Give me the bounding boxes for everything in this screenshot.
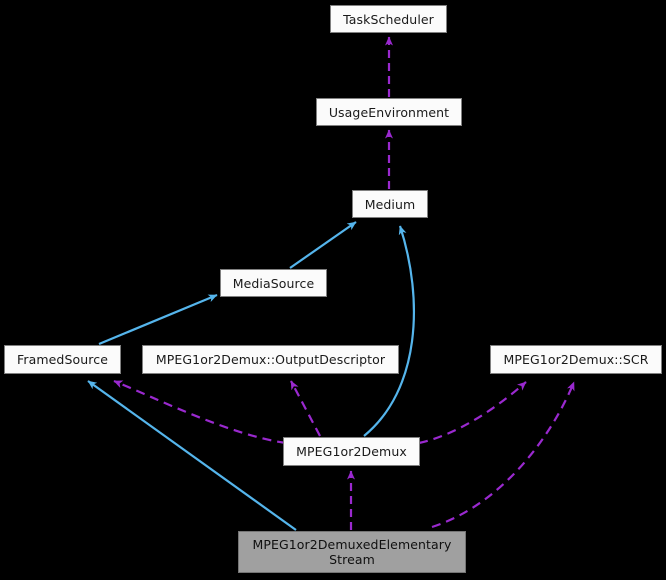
node-demuxed-elementary-stream[interactable]: MPEG1or2DemuxedElementary Stream <box>238 531 466 573</box>
node-output-descriptor[interactable]: MPEG1or2Demux::OutputDescriptor <box>142 345 399 374</box>
edge-demux-scr <box>418 381 527 445</box>
node-usage-environment[interactable]: UsageEnvironment <box>316 98 462 126</box>
edge-demuxedstream-framedsource <box>87 380 297 531</box>
node-medium[interactable]: Medium <box>352 190 428 218</box>
edge-demux-medium <box>363 225 416 437</box>
node-scr[interactable]: MPEG1or2Demux::SCR <box>490 345 662 374</box>
node-task-scheduler[interactable]: TaskScheduler <box>330 5 447 33</box>
node-media-source[interactable]: MediaSource <box>220 269 327 297</box>
node-framed-source[interactable]: FramedSource <box>4 345 121 374</box>
edge-demux-framedsource <box>113 379 287 445</box>
edge-framedsource-mediasource <box>98 293 218 346</box>
edge-demuxedstream-scr <box>431 381 576 529</box>
edge-mediasource-medium <box>289 221 357 269</box>
node-demux[interactable]: MPEG1or2Demux <box>283 437 420 466</box>
edge-demux-outputdescriptor <box>290 380 321 437</box>
